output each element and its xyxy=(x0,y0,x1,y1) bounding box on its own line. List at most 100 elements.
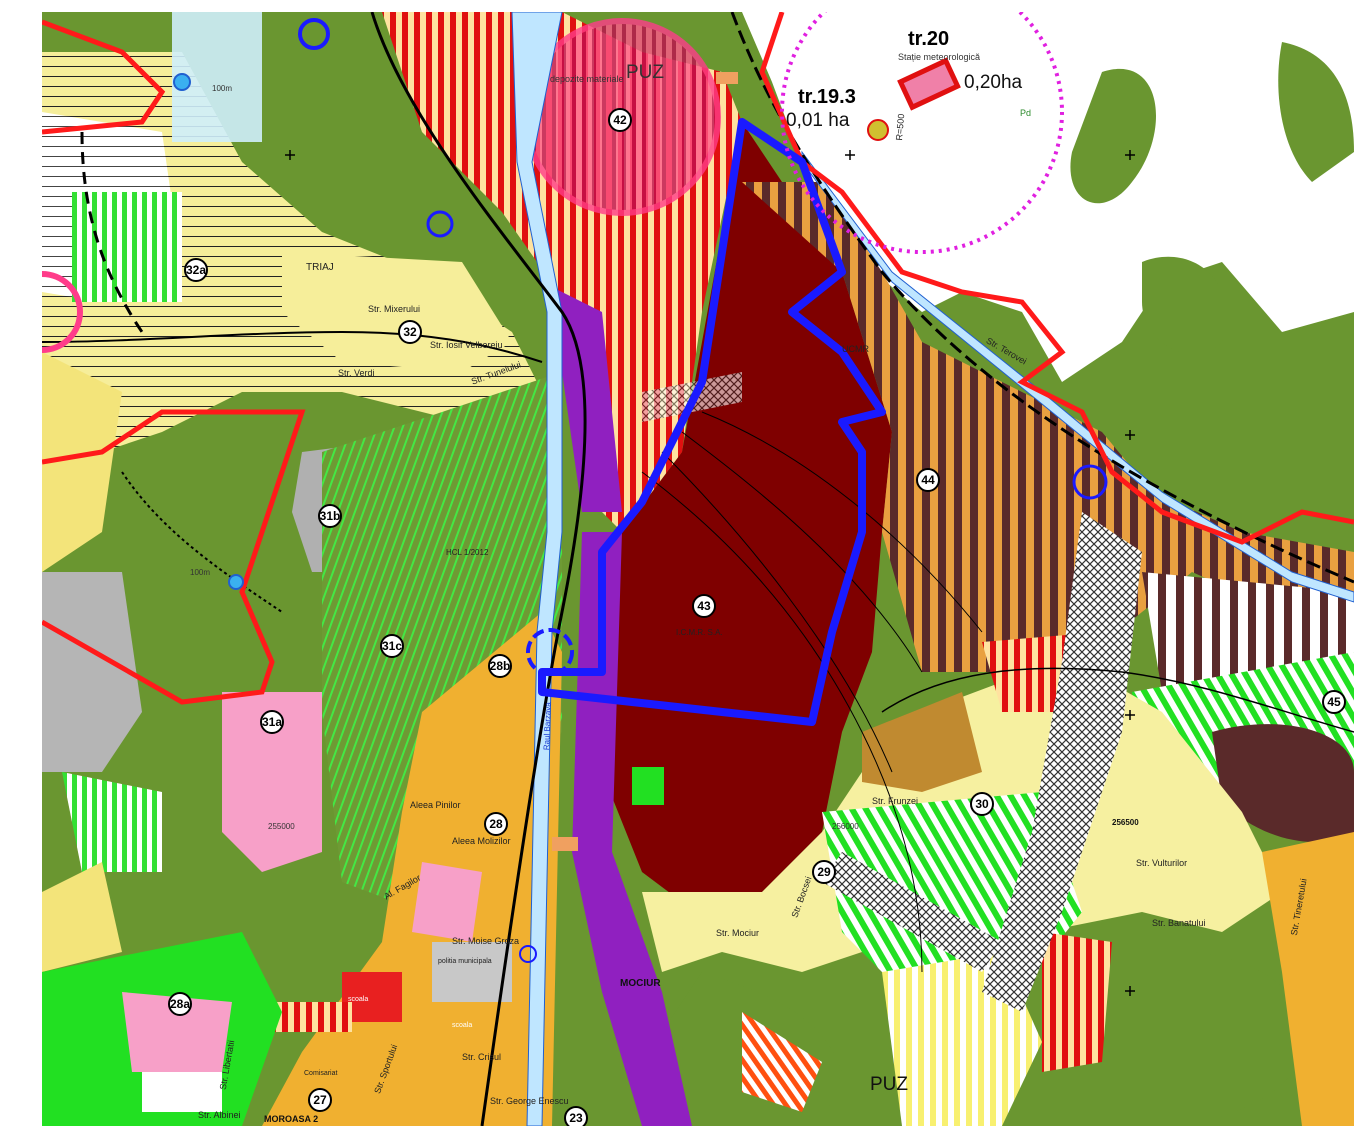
street-label: Str. Banatului xyxy=(1152,918,1206,928)
site-tr19-marker xyxy=(867,119,889,141)
urban-plan-map[interactable]: 42 43 44 45 32 32a 31a 31b 31c 30 29 28 … xyxy=(42,12,1354,1126)
zone-number-32[interactable]: 32 xyxy=(398,320,422,344)
forest-patch xyxy=(1278,42,1354,182)
distance-label: 100m xyxy=(190,568,211,577)
zone-number-28a[interactable]: 28a xyxy=(168,992,192,1016)
railway-main xyxy=(370,12,587,1126)
zone-44-hatch xyxy=(742,182,1354,672)
white-block xyxy=(142,1072,222,1112)
survey-crosses xyxy=(285,150,1135,996)
brown-zone-right xyxy=(1212,724,1354,842)
zone-number-32a[interactable]: 32a xyxy=(184,258,208,282)
road-left xyxy=(42,330,543,363)
zone-number-31a[interactable]: 31a xyxy=(260,710,284,734)
distance-label: 100m xyxy=(212,84,233,93)
street-label: Str. Mociur xyxy=(716,928,760,938)
zone-number-23[interactable]: 23 xyxy=(564,1106,588,1126)
gray-block xyxy=(432,942,512,1002)
red-hatch-bottom xyxy=(1042,932,1112,1072)
blue-ring-marker xyxy=(526,628,574,676)
blue-ring-marker xyxy=(298,18,330,50)
green-hatch-32a xyxy=(72,192,182,302)
well-marker xyxy=(173,73,191,91)
street-label: Str. Iosif Velbereiu xyxy=(430,340,503,350)
residential-32 xyxy=(282,252,512,372)
site-tr20-code: tr.20 xyxy=(908,28,950,50)
railway-east xyxy=(730,12,1354,584)
street-label: Str. Albinei xyxy=(198,1110,241,1120)
rail-siding xyxy=(701,411,983,633)
orange-arrow-marker xyxy=(716,72,738,84)
triaj-label: TRIAJ xyxy=(306,262,334,273)
zone-number-43[interactable]: 43 xyxy=(692,594,716,618)
forest-patch xyxy=(1142,256,1227,355)
mocir-label: MOCIUR xyxy=(620,978,661,989)
street-label: Str. Verdi xyxy=(338,368,375,378)
ucmr-label: UCMR xyxy=(842,344,869,354)
brown-block-30 xyxy=(862,692,982,792)
icmr-label: I.C.M.R. S.A. xyxy=(676,628,723,637)
zone-number-42[interactable]: 42 xyxy=(608,108,632,132)
protection-radius-circle xyxy=(780,12,1064,254)
rail-siding xyxy=(641,471,923,973)
protection-circle-left xyxy=(42,271,83,353)
boundary-dashed xyxy=(80,131,144,333)
street-label: Str. George Enescu xyxy=(490,1096,569,1106)
site-tr20-marker xyxy=(897,57,961,111)
zone-31a xyxy=(222,692,322,872)
zone-number-31c[interactable]: 31c xyxy=(380,634,404,658)
street-label: Aleea Molizilor xyxy=(452,836,511,846)
well-marker xyxy=(228,574,244,590)
zone-number-28b[interactable]: 28b xyxy=(488,654,512,678)
zone-number-31b[interactable]: 31b xyxy=(318,504,342,528)
river-label: Raul Barzava xyxy=(542,701,553,751)
police-label: politia municipala xyxy=(438,958,492,965)
green-square xyxy=(632,767,664,805)
hcl-label: HCL 1/2012 xyxy=(446,548,489,557)
puz-boundary xyxy=(538,118,886,726)
pd-label: Pd xyxy=(1020,108,1032,118)
map-canvas xyxy=(42,12,1354,1126)
road-east xyxy=(881,667,1354,733)
puz-label-bottom: PUZ xyxy=(870,1074,908,1095)
green-hatch-left xyxy=(62,772,162,872)
site-tr20-area: 0,20ha xyxy=(964,72,1023,93)
site-tr19-area: 0,01 ha xyxy=(786,110,850,131)
orange-hatch-bottom xyxy=(742,1012,822,1112)
depozite-label: depozite materiale xyxy=(550,74,624,84)
street-label: Str. Vulturilor xyxy=(1136,858,1188,868)
forest-bottom-right xyxy=(1082,951,1306,1126)
river-barzava xyxy=(511,12,563,1126)
zone-number-29[interactable]: 29 xyxy=(812,860,836,884)
street-label: Str. Mixerului xyxy=(368,304,421,314)
zone-number-28[interactable]: 28 xyxy=(484,812,508,836)
yellow-zone xyxy=(42,352,122,572)
street-label: Str. Frunzei xyxy=(872,796,919,806)
school-label: scoala xyxy=(452,1022,473,1029)
blue-ring-marker xyxy=(426,210,454,238)
zone-number-45[interactable]: 45 xyxy=(1322,690,1346,714)
rail-siding xyxy=(681,431,923,673)
rail-siding xyxy=(661,451,893,773)
coordinate-label: 255000 xyxy=(268,822,295,831)
gray-zone-left xyxy=(42,572,142,772)
pink-block xyxy=(412,862,482,942)
blue-ring-marker xyxy=(1072,464,1108,500)
transport-crosshatch xyxy=(982,512,1142,1012)
zone-number-44[interactable]: 44 xyxy=(916,468,940,492)
coordinate-label: 256500 xyxy=(1112,818,1139,827)
zone-number-30[interactable]: 30 xyxy=(970,792,994,816)
zone-number-27[interactable]: 27 xyxy=(308,1088,332,1112)
path-dotted xyxy=(121,471,283,613)
site-tr19-code: tr.19.3 xyxy=(798,86,856,108)
orange-zone-right xyxy=(1262,832,1354,1126)
yellow-zone-left-bottom xyxy=(42,862,122,972)
orange-arrow-marker xyxy=(552,837,578,851)
uat-border xyxy=(42,19,166,135)
transport-crosshatch xyxy=(822,852,1002,972)
comisariat-label: Comisariat xyxy=(304,1070,338,1077)
purple-rail-corridor xyxy=(572,532,692,1126)
street-label: Aleea Pinilor xyxy=(410,800,461,810)
site-tr20-name: Stație meteorologică xyxy=(898,52,981,62)
blue-ring-marker xyxy=(519,945,537,963)
